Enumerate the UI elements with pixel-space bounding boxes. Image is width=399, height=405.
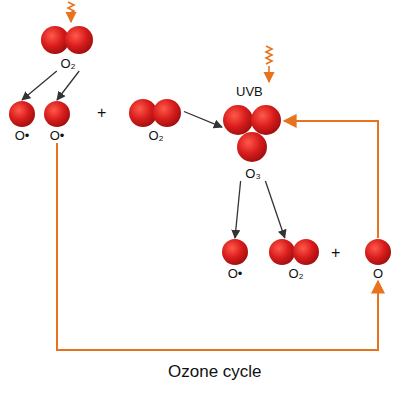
molecule-drawing <box>128 98 184 128</box>
reaction-arrow <box>22 71 57 100</box>
plus-sign: + <box>97 104 106 122</box>
molecule-node: O₂ <box>268 238 324 281</box>
atom-sphere <box>237 132 267 162</box>
reaction-arrow <box>235 181 241 238</box>
molecule-node: O• <box>43 100 71 143</box>
molecule-drawing <box>222 104 284 166</box>
molecule-label: O₂ <box>40 56 96 71</box>
molecule-label: O• <box>8 128 36 143</box>
molecule-label: O₂ <box>268 266 324 281</box>
atom-sphere <box>41 26 69 54</box>
molecule-node: O• <box>8 100 36 143</box>
atom-sphere <box>9 101 35 127</box>
molecule-drawing <box>364 238 392 266</box>
molecule-drawing <box>8 100 36 128</box>
molecule-drawing <box>268 238 324 266</box>
reaction-arrow <box>265 181 284 238</box>
molecule-label: O <box>364 266 392 281</box>
molecule-node: O <box>364 238 392 281</box>
uv-squiggle <box>68 2 74 14</box>
uvb-arrow <box>268 66 270 82</box>
molecule-label: O₂ <box>128 128 184 143</box>
plus-sign: + <box>331 244 340 262</box>
atom-sphere <box>223 105 253 135</box>
molecule-drawing <box>40 24 96 56</box>
cycle-arrow <box>284 121 378 238</box>
molecule-node: O₃ <box>222 104 284 181</box>
reaction-arrow <box>57 71 79 100</box>
atom-sphere <box>129 99 157 127</box>
molecule-label: O• <box>221 266 249 281</box>
molecule-drawing <box>221 238 249 266</box>
atom-sphere <box>65 26 93 54</box>
molecule-label: O• <box>43 128 71 143</box>
molecule-node: O₂ <box>40 24 96 71</box>
uvb-squiggle <box>266 46 272 64</box>
radiation-label: UVB <box>236 84 263 99</box>
molecule-label: O₃ <box>222 166 284 181</box>
atom-sphere <box>222 239 248 265</box>
molecule-drawing <box>43 100 71 128</box>
molecule-node: O₂ <box>128 98 184 143</box>
molecule-node: O• <box>221 238 249 281</box>
atom-sphere <box>269 239 295 265</box>
atom-sphere <box>251 105 281 135</box>
atom-sphere <box>365 239 391 265</box>
atom-sphere <box>293 239 319 265</box>
atom-sphere <box>153 99 181 127</box>
reaction-arrow <box>184 112 222 128</box>
cycle-arrow <box>57 143 378 350</box>
caption: Ozone cycle <box>168 362 262 382</box>
atom-sphere <box>44 101 70 127</box>
uv-arrow <box>70 14 72 22</box>
